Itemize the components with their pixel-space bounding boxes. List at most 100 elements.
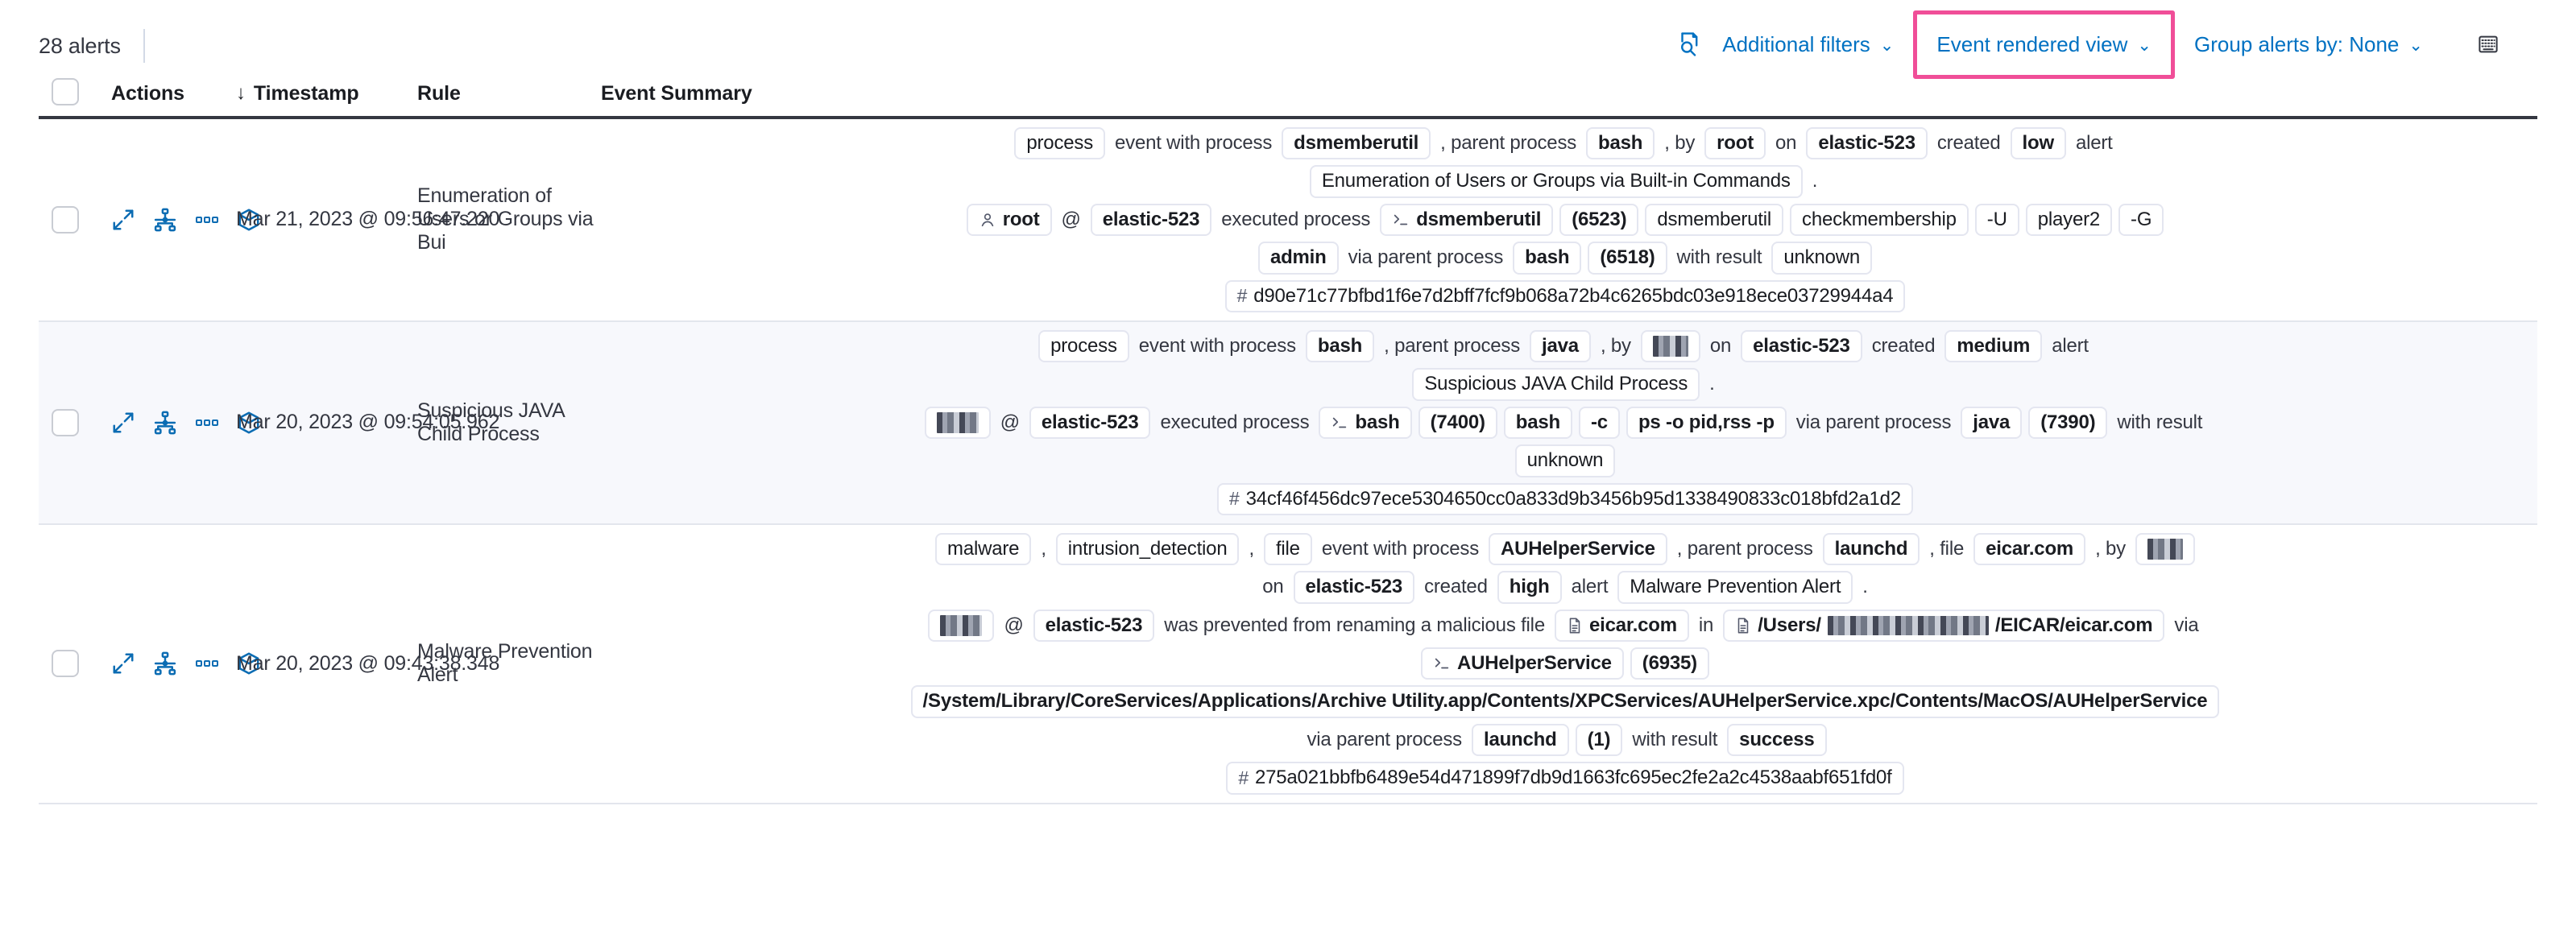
summary-badge[interactable]: process bbox=[1014, 127, 1105, 160]
summary-badge[interactable]: launchd bbox=[1471, 723, 1569, 757]
summary-badge[interactable]: -U bbox=[1974, 203, 2019, 237]
summary-badge[interactable]: (6935) bbox=[1630, 647, 1709, 680]
session-view-icon[interactable] bbox=[237, 208, 261, 232]
summary-badge[interactable]: malware bbox=[935, 532, 1032, 566]
summary-badge[interactable]: elastic-523 bbox=[1293, 571, 1415, 604]
row-checkbox[interactable] bbox=[52, 205, 79, 234]
summary-badge[interactable]: unknown bbox=[1771, 242, 1873, 275]
keyboard-shortcuts-icon[interactable] bbox=[2471, 27, 2505, 61]
more-actions-icon[interactable] bbox=[195, 213, 219, 226]
summary-badge[interactable]: elastic-523 bbox=[1090, 203, 1212, 237]
summary-badge[interactable]: -c bbox=[1579, 406, 1620, 440]
column-header-actions[interactable]: Actions bbox=[111, 81, 184, 105]
summary-badge[interactable]: /Users//EICAR/eicar.com bbox=[1723, 609, 2165, 643]
analyze-event-icon[interactable] bbox=[153, 651, 177, 676]
column-header-timestamp[interactable]: ↓ Timestamp bbox=[236, 82, 417, 105]
inspect-icon[interactable] bbox=[1671, 26, 1708, 63]
summary-badge[interactable]: dsmemberutil bbox=[1380, 203, 1554, 237]
summary-badge[interactable]: root bbox=[966, 203, 1052, 237]
row-rule-name[interactable]: Suspicious JAVA Child Process bbox=[417, 399, 565, 445]
summary-badge[interactable]: Suspicious JAVA Child Process bbox=[1412, 368, 1700, 401]
summary-badge[interactable] bbox=[2135, 533, 2195, 566]
summary-badge[interactable]: (1) bbox=[1575, 723, 1623, 757]
event-rendered-view-button[interactable]: Event rendered view ⌄ bbox=[1922, 24, 2166, 65]
summary-badge[interactable]: elastic-523 bbox=[1033, 609, 1155, 643]
more-actions-icon[interactable] bbox=[195, 416, 219, 429]
summary-badge[interactable]: bash bbox=[1513, 242, 1582, 275]
column-header-rule[interactable]: Rule bbox=[417, 81, 461, 105]
summary-badge[interactable]: low bbox=[2010, 127, 2066, 160]
summary-badge[interactable]: (6518) bbox=[1588, 242, 1667, 275]
summary-badge[interactable]: player2 bbox=[2025, 203, 2113, 237]
group-alerts-by-button[interactable]: Group alerts by: None ⌄ bbox=[2180, 24, 2437, 65]
summary-badge[interactable]: process bbox=[1038, 329, 1129, 363]
summary-badge[interactable]: admin bbox=[1257, 242, 1339, 275]
summary-badge[interactable]: intrusion_detection bbox=[1055, 532, 1240, 566]
summary-badge-label: elastic-523 bbox=[1102, 208, 1200, 230]
summary-badge[interactable]: success bbox=[1727, 723, 1827, 757]
summary-badge[interactable]: AUHelperService bbox=[1489, 532, 1667, 566]
summary-badge[interactable]: java bbox=[1961, 406, 2023, 440]
summary-badge[interactable]: eicar.com bbox=[1973, 532, 2086, 566]
summary-badge[interactable]: elastic-523 bbox=[1029, 406, 1151, 440]
select-all-checkbox[interactable] bbox=[52, 77, 79, 105]
summary-badge[interactable]: launchd bbox=[1822, 532, 1920, 566]
summary-badge[interactable]: high bbox=[1497, 571, 1562, 604]
summary-badge[interactable]: Enumeration of Users or Groups via Built… bbox=[1309, 165, 1803, 198]
session-view-icon[interactable] bbox=[237, 651, 261, 676]
summary-badge[interactable]: file bbox=[1263, 532, 1312, 566]
summary-badge[interactable]: Malware Prevention Alert bbox=[1617, 571, 1853, 604]
summary-badge[interactable]: /System/Library/CoreServices/Application… bbox=[910, 685, 2220, 718]
summary-badge[interactable]: #d90e71c77bfbd1f6e7d2bff7fcf9b068a72b4c6… bbox=[1224, 279, 1906, 312]
row-timestamp: Mar 20, 2023 @ 09:43:38.348 bbox=[236, 651, 500, 675]
event-rendered-view-label: Event rendered view bbox=[1936, 31, 2128, 56]
analyze-event-icon[interactable] bbox=[153, 411, 177, 435]
summary-badge[interactable]: (7390) bbox=[2028, 406, 2108, 440]
summary-badge[interactable]: medium bbox=[1944, 329, 2043, 363]
row-checkbox[interactable] bbox=[52, 408, 79, 436]
summary-badge-label: /System/Library/CoreServices/Application… bbox=[922, 690, 2208, 713]
summary-text: created bbox=[1936, 132, 2001, 154]
summary-badge[interactable]: elastic-523 bbox=[1806, 127, 1928, 160]
expand-icon[interactable] bbox=[111, 651, 135, 676]
summary-badge[interactable]: dsmemberutil bbox=[1282, 127, 1431, 160]
summary-text: , parent process bbox=[1440, 132, 1577, 154]
session-view-icon[interactable] bbox=[237, 411, 261, 435]
alerts-count: 28 alerts bbox=[39, 33, 121, 58]
summary-badge[interactable]: (6523) bbox=[1559, 203, 1639, 237]
row-rule-name[interactable]: Enumeration of Users or Groups via Bui bbox=[417, 184, 594, 254]
summary-badge[interactable] bbox=[928, 609, 995, 642]
row-rule-name[interactable]: Malware Prevention Alert bbox=[417, 640, 593, 687]
summary-badge[interactable]: #275a021bbfb6489e54d471899f7db9d1663fc69… bbox=[1226, 762, 1904, 795]
summary-badge[interactable]: (7400) bbox=[1418, 406, 1497, 440]
column-header-event-summary[interactable]: Event Summary bbox=[601, 81, 752, 105]
summary-badge[interactable]: -G bbox=[2118, 203, 2164, 237]
summary-badge[interactable]: dsmemberutil bbox=[1645, 203, 1784, 237]
summary-badge[interactable] bbox=[1640, 330, 1700, 363]
summary-badge[interactable]: root bbox=[1704, 127, 1766, 160]
summary-badge[interactable]: elastic-523 bbox=[1741, 329, 1862, 363]
expand-icon[interactable] bbox=[111, 411, 135, 435]
row-checkbox[interactable] bbox=[52, 650, 79, 678]
more-actions-icon[interactable] bbox=[195, 657, 219, 670]
summary-badge[interactable]: AUHelperService bbox=[1421, 647, 1624, 680]
analyze-event-icon[interactable] bbox=[153, 208, 177, 232]
summary-badge[interactable]: java bbox=[1530, 329, 1591, 363]
summary-badge[interactable]: eicar.com bbox=[1554, 609, 1689, 643]
summary-badge[interactable]: bash bbox=[1503, 406, 1573, 440]
summary-badge[interactable]: bash bbox=[1586, 127, 1655, 160]
summary-badge[interactable]: bash bbox=[1305, 329, 1375, 363]
summary-badge[interactable]: bash bbox=[1319, 406, 1412, 440]
summary-badge[interactable]: ps -o pid,rss -p bbox=[1626, 406, 1787, 440]
summary-badge[interactable]: unknown bbox=[1514, 444, 1616, 477]
expand-icon[interactable] bbox=[111, 208, 135, 232]
summary-badge[interactable]: checkmembership bbox=[1790, 203, 1969, 237]
summary-badge[interactable] bbox=[924, 406, 991, 439]
additional-filters-button[interactable]: Additional filters ⌄ bbox=[1708, 24, 1908, 65]
summary-badge[interactable]: #34cf46f456dc97ece5304650cc0a833d9b3456b… bbox=[1217, 482, 1913, 515]
